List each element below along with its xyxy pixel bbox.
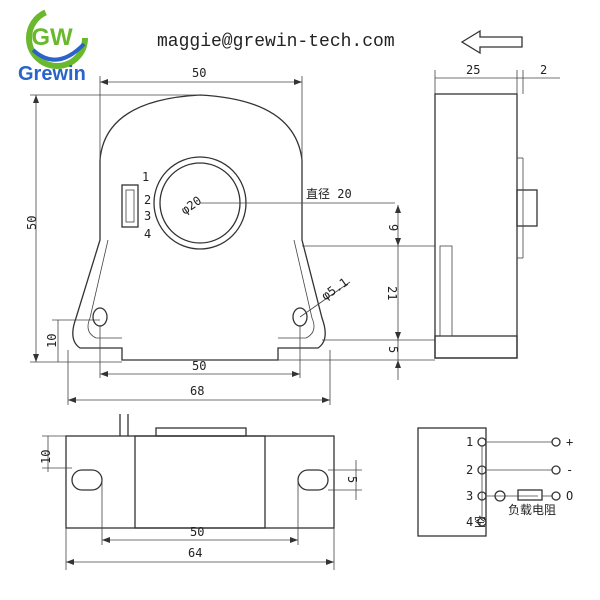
front-view: φ20 直径 20 1 2 3 4 φ5.1 50 50 10 (25, 66, 435, 405)
left-arrow-icon (460, 29, 523, 55)
side-pin-block (516, 189, 538, 227)
side-body (434, 93, 518, 359)
bottom-body (65, 435, 335, 529)
side-depth-label: 25 (466, 63, 480, 77)
bottom-slot-dim: 5 (345, 476, 359, 483)
load-resistor-label: 负载电阻 (508, 503, 556, 517)
base-height-label: 10 (45, 334, 59, 348)
wiring-diagram: 1 2 3 4 空 + - O 负载电阻 (417, 427, 573, 537)
side-view: 25 2 9 21 5 (385, 63, 560, 380)
logo-ring (26, 7, 88, 69)
terminal-plus: + (566, 435, 573, 449)
wiring-pin-4: 4 (466, 515, 473, 529)
contact-email: maggie@grewin-tech.com (157, 32, 395, 52)
terminal-output: O (566, 489, 573, 503)
wiring-box (417, 427, 487, 537)
pin-4-label: 4 (144, 227, 151, 241)
height-label: 50 (25, 216, 39, 230)
grewin-logo: GW Grewin (18, 7, 88, 85)
wiring-pin-1: 1 (466, 435, 473, 449)
diameter-note: 直径 20 (306, 187, 352, 201)
bottom-total-width-label: 64 (188, 546, 202, 560)
wiring-pin-2: 2 (466, 463, 473, 477)
mount-hole-label: φ5.1 (319, 275, 351, 303)
terminal-minus: - (566, 463, 573, 477)
bottom-slot-left (71, 469, 103, 491)
load-resistor (517, 489, 543, 501)
pin-3-label: 3 (144, 209, 151, 223)
pin-connector (121, 184, 139, 228)
logo-swoosh (31, 42, 86, 62)
bottom-total-width-label: 68 (190, 384, 204, 398)
pin-2-label: 2 (144, 193, 151, 207)
mount-hole-left (92, 307, 108, 327)
bottom-inner-width-label: 50 (190, 525, 204, 539)
side-pin-offset-label: 2 (540, 63, 547, 77)
bottom-slot-right (297, 469, 329, 491)
top-width-label: 50 (192, 66, 206, 80)
pin-1-label: 1 (142, 170, 149, 184)
side-dim-9: 9 (386, 224, 400, 231)
bottom-inner-width-label: 50 (192, 359, 206, 373)
logo-monogram: GW (31, 24, 73, 51)
front-body-outline (72, 94, 326, 361)
logo-brand: Grewin (18, 63, 86, 85)
hole-diameter-label: φ20 (178, 193, 204, 217)
bottom-height-label: 10 (39, 450, 53, 464)
bottom-view: 10 5 50 64 (39, 414, 362, 570)
wiring-pin-4-suffix: 空 (474, 515, 486, 529)
side-dim-21: 21 (385, 286, 399, 300)
wiring-pin-3: 3 (466, 489, 473, 503)
side-dim-5: 5 (386, 346, 400, 353)
